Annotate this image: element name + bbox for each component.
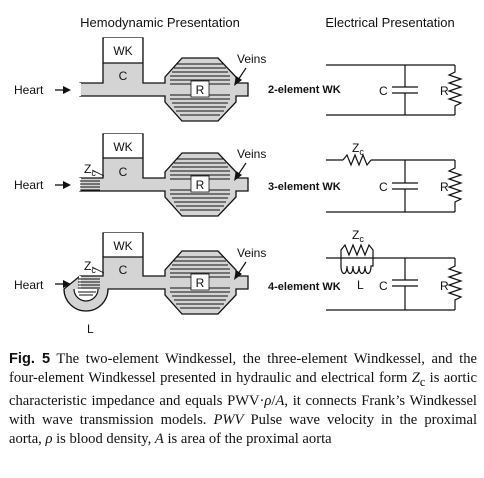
- veins-arrow: [234, 162, 247, 181]
- zc-label: Zc: [84, 259, 96, 275]
- windkessel-diagram: Hemodynamic Presentation Electrical Pres…: [14, 15, 463, 336]
- electrical-circuit-3-element: [326, 153, 463, 213]
- caption-text: is area of the proximal aorta: [163, 430, 332, 447]
- model-name-2-element: 2-element WK: [268, 84, 341, 96]
- caption-pwv: PWV: [213, 411, 244, 428]
- circuit-2-resistor-label: R: [440, 84, 449, 98]
- electrical-header: Electrical Presentation: [325, 15, 454, 30]
- wk-chamber-air: [104, 38, 142, 63]
- hydraulic-model-2-element: R WK C Heart Veins: [14, 37, 266, 122]
- figure-caption: Fig. 5 The two-element Windkessel, the t…: [9, 350, 477, 449]
- hemodynamic-header: Hemodynamic Presentation: [80, 15, 240, 30]
- zc-constriction-lines: [80, 180, 100, 191]
- veins-arrow: [234, 67, 247, 86]
- veins-label: Veins: [237, 246, 266, 260]
- caption-rho: ρ: [264, 392, 272, 409]
- hydraulic-model-3-element: R WK C Zc Heart Veins: [14, 133, 266, 217]
- caption-text: is blood density,: [52, 430, 155, 447]
- compliance-label: C: [119, 165, 128, 179]
- caption-rho: ρ: [45, 430, 53, 447]
- resistance-label: R: [196, 83, 205, 97]
- electrical-circuit-4-element: [326, 243, 463, 311]
- hydraulic-model-4-element: R WK C Zc L Heart Veins: [14, 232, 266, 336]
- circuit-4-resistor-label: R: [440, 279, 449, 293]
- veins-label: Veins: [237, 147, 266, 161]
- compliance-label: C: [119, 69, 128, 83]
- zc-label: Zc: [84, 162, 96, 178]
- electrical-circuit-2-element: [326, 64, 463, 116]
- figure-number: Fig. 5: [9, 351, 51, 367]
- resistance-label: R: [196, 276, 205, 290]
- caption-z: Z: [411, 370, 420, 386]
- caption-text: is aortic characteristic impedance and e…: [9, 370, 477, 409]
- caption-a: A: [154, 430, 164, 447]
- circuit-4-capacitor-label: C: [379, 279, 388, 293]
- caption-slash: /: [271, 392, 276, 409]
- veins-label: Veins: [237, 52, 266, 66]
- caption-text: Pulse wave velocity in the proximal aort…: [9, 411, 478, 447]
- circuit-3-zc-label: Zc: [352, 141, 364, 157]
- inertance-lines: [78, 278, 100, 296]
- heart-label: Heart: [14, 178, 44, 192]
- model-name-3-element: 3-element WK: [268, 181, 341, 193]
- caption-a: A: [275, 392, 285, 409]
- circuit-2-capacitor-label: C: [379, 84, 388, 98]
- heart-label: Heart: [14, 83, 44, 97]
- heart-inflow-arrow: [55, 280, 71, 288]
- caption-text: , it connects Frank’s Windkessel with wa…: [9, 392, 477, 428]
- diagram-canvas: Hemodynamic Presentation Electrical Pres…: [14, 15, 463, 336]
- model-name-4-element: 4-element WK: [268, 281, 341, 293]
- wk-label: WK: [113, 44, 132, 58]
- heart-label: Heart: [14, 278, 44, 292]
- resistance-label: R: [196, 178, 205, 192]
- veins-arrow: [234, 261, 247, 280]
- caption-text: The two-element Windkessel, the three-el…: [9, 351, 478, 386]
- heart-inflow-arrow: [55, 86, 71, 94]
- inertance-label: L: [87, 322, 94, 336]
- circuit-3-resistor-label: R: [440, 180, 449, 194]
- wk-label: WK: [113, 140, 132, 154]
- heart-inflow-arrow: [55, 181, 71, 189]
- caption-z-sub: c: [419, 374, 426, 389]
- wk-label: WK: [113, 239, 132, 253]
- circuit-4-zc-label: Zc: [352, 228, 364, 244]
- circuit-4-inductor-label: L: [357, 278, 364, 292]
- resistance-lines: [170, 63, 230, 116]
- circuit-3-capacitor-label: C: [379, 180, 388, 194]
- compliance-label: C: [119, 263, 128, 277]
